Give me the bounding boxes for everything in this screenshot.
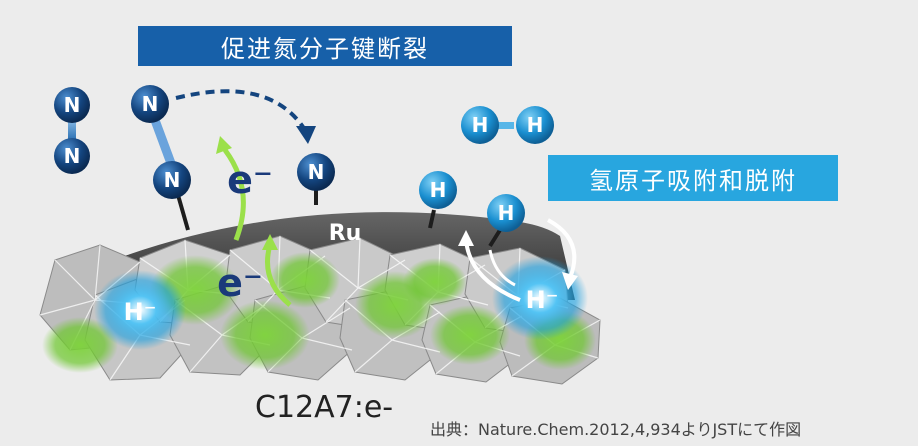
- n2-molecule-adsorbed: [131, 85, 191, 231]
- h-atoms-adsorbed: [419, 171, 525, 248]
- hydride-label-left: H⁻: [124, 298, 157, 326]
- h-label-4: H: [498, 201, 515, 225]
- electron-label-1: e⁻: [227, 158, 273, 202]
- n-label-3: N: [142, 92, 159, 116]
- n-label-1: N: [64, 93, 81, 117]
- h-label-1: H: [472, 113, 489, 137]
- material-label: C12A7:e-: [255, 390, 394, 425]
- dissociation-arrowhead: [296, 126, 316, 144]
- n2-molecule-free: [54, 87, 90, 174]
- electron-label-2: e⁻: [217, 261, 263, 305]
- hydrogen-adsorption-banner: 氢原子吸附和脱附: [548, 155, 838, 201]
- n-label-5: N: [308, 160, 325, 184]
- h-label-2: H: [527, 113, 544, 137]
- hydride-label-right: H⁻: [526, 286, 559, 314]
- electron-arrows: [216, 136, 292, 307]
- dissociation-arrow: [175, 89, 307, 132]
- n-label-4: N: [164, 168, 181, 192]
- nitrogen-bond-banner: 促进氮分子键断裂: [138, 26, 512, 66]
- electron-clouds: [42, 252, 596, 373]
- source-citation: 出典：Nature.Chem.2012,4,934よりJSTにて作図: [430, 420, 802, 439]
- ru-label: Ru: [329, 221, 362, 246]
- hydrogen-exchange-arrows: [458, 218, 578, 302]
- h-label-3: H: [430, 178, 447, 202]
- n-label-2: N: [64, 144, 81, 168]
- hydride-glow-left: [94, 270, 186, 350]
- n-atom-adsorbed: [297, 153, 335, 205]
- h2-molecule: [461, 106, 554, 144]
